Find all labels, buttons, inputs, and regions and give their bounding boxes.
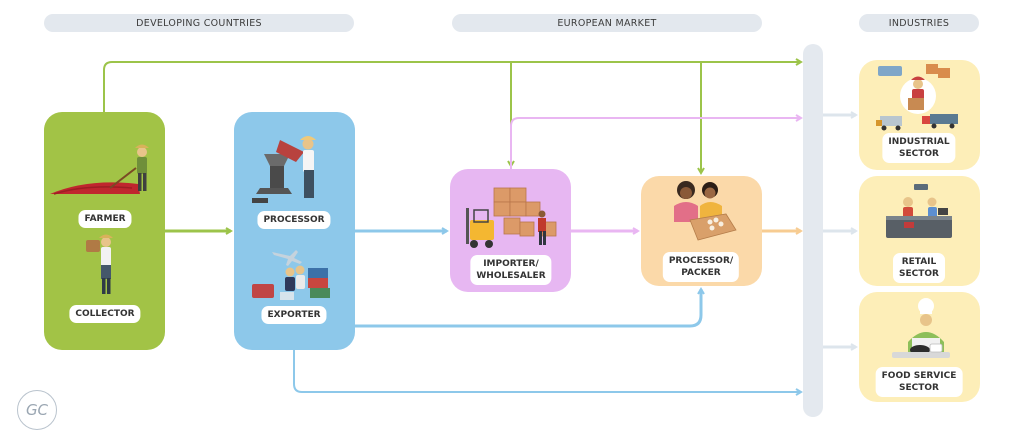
arrow-exporter-to-industries xyxy=(293,350,803,396)
gc-logo: GC xyxy=(17,390,57,430)
arrow-importer-to-industries xyxy=(510,114,803,169)
food-service-label-line2: SECTOR xyxy=(899,383,939,393)
exporter-label: EXPORTER xyxy=(261,306,327,324)
food-service-illustration xyxy=(892,298,950,358)
importer-label-line1: IMPORTER/ xyxy=(483,259,539,269)
importer-illustration xyxy=(466,187,557,248)
header-developing-countries: DEVELOPING COUNTRIES xyxy=(44,14,354,32)
retail-illustration xyxy=(886,184,952,238)
collector-label-text: COLLECTOR xyxy=(75,309,135,319)
arrow-exporter-to-packer xyxy=(355,287,705,328)
importer-label-line2: WHOLESALER xyxy=(476,271,546,281)
exporter-illustration xyxy=(252,250,330,300)
farmer-label-text: FARMER xyxy=(84,214,126,224)
importer-wholesaler-label: IMPORTER/ WHOLESALER xyxy=(470,255,552,285)
packer-label-line2: PACKER xyxy=(681,268,721,278)
exporter-label-text: EXPORTER xyxy=(267,310,321,320)
farmer-label: FARMER xyxy=(78,210,132,228)
industrial-illustration xyxy=(876,64,958,131)
header-industries: INDUSTRIES xyxy=(859,14,979,32)
retail-sector-label: RETAIL SECTOR xyxy=(893,253,945,283)
processor-label: PROCESSOR xyxy=(257,211,331,229)
industrial-label-line2: SECTOR xyxy=(899,149,939,159)
processor-label-text: PROCESSOR xyxy=(263,215,325,225)
industrial-label-line1: INDUSTRIAL xyxy=(888,137,950,147)
retail-label-line2: SECTOR xyxy=(899,269,939,279)
header-developing-label: DEVELOPING COUNTRIES xyxy=(136,17,262,29)
arrow-farmer-to-industries xyxy=(103,58,803,112)
packer-illustration xyxy=(674,181,737,241)
collector-label: COLLECTOR xyxy=(69,305,141,323)
gc-logo-text: GC xyxy=(25,401,49,419)
food-service-sector-label: FOOD SERVICE SECTOR xyxy=(875,367,963,397)
food-service-label-line1: FOOD SERVICE xyxy=(881,371,957,381)
processor-packer-label: PROCESSOR/ PACKER xyxy=(662,252,740,282)
industries-bar xyxy=(803,44,823,417)
processor-illustration xyxy=(252,136,316,203)
header-industries-label: INDUSTRIES xyxy=(888,17,950,29)
collector-illustration xyxy=(86,234,113,294)
header-european-label: EUROPEAN MARKET xyxy=(557,17,657,29)
header-european-market: EUROPEAN MARKET xyxy=(452,14,762,32)
farmer-illustration xyxy=(50,144,149,195)
packer-label-line1: PROCESSOR/ xyxy=(668,256,734,266)
retail-label-line1: RETAIL xyxy=(901,257,937,267)
industrial-sector-label: INDUSTRIAL SECTOR xyxy=(882,133,956,163)
